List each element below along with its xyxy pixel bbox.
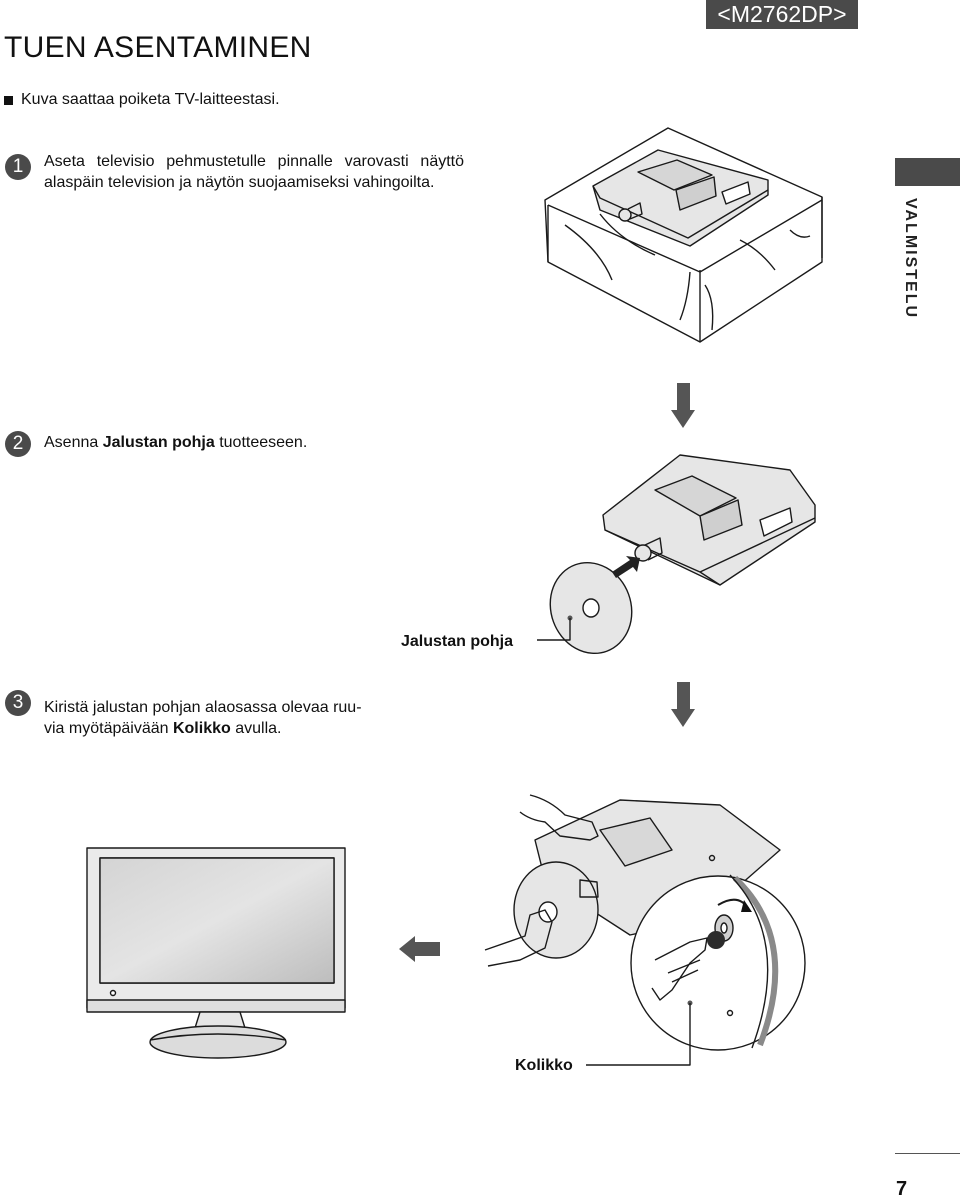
page-number: 7 <box>896 1178 907 1201</box>
arrow-left-icon <box>399 936 440 962</box>
arrow-down-icon-2 <box>671 682 695 727</box>
assembled-tv-illustration <box>87 848 345 1058</box>
tightening-illustration <box>485 795 805 1065</box>
stand-base-illustration <box>537 455 815 665</box>
footer-rule <box>895 1153 960 1154</box>
tv-on-cushion-illustration <box>545 128 822 342</box>
coin-label: Kolikko <box>515 1057 573 1075</box>
arrow-down-icon-1 <box>671 383 695 428</box>
stand-base-label: Jalustan pohja <box>401 633 513 651</box>
